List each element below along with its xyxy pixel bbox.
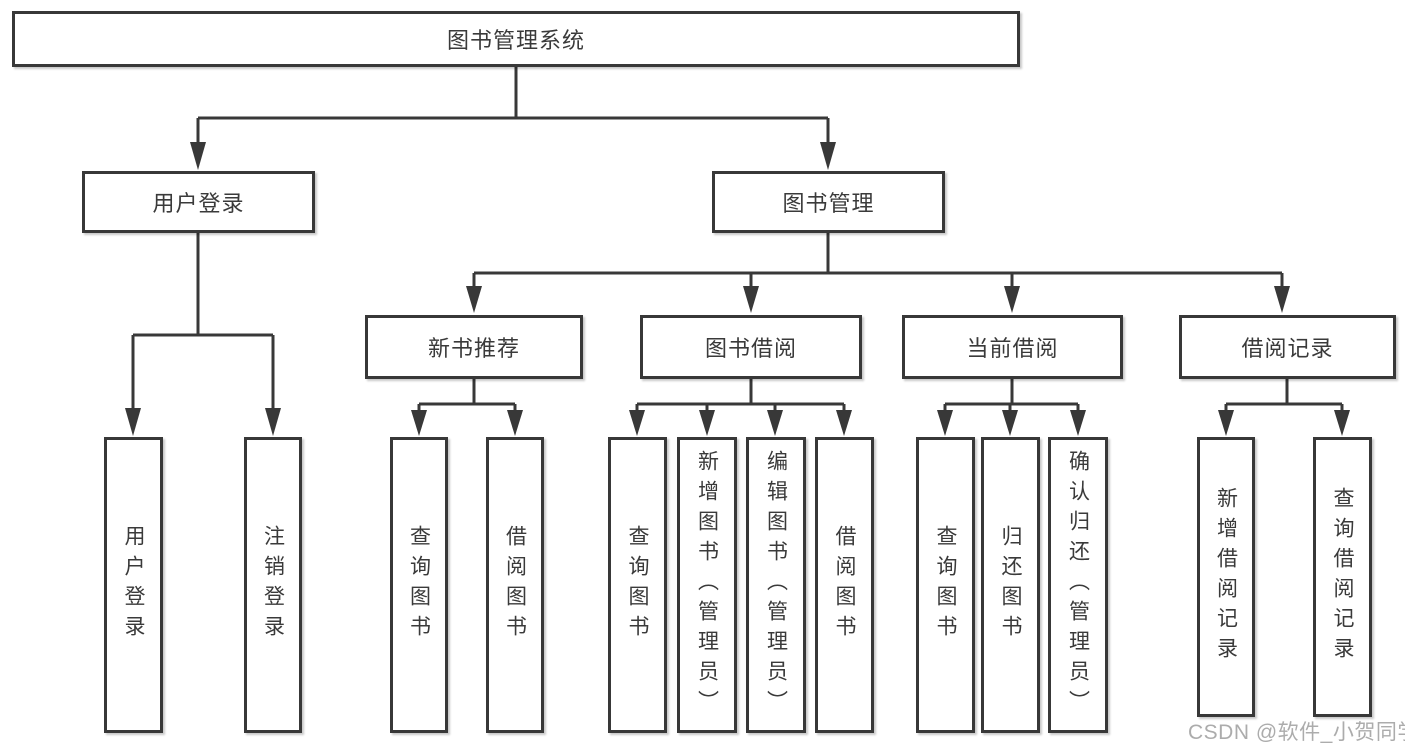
arrowhead-icon: [629, 410, 645, 436]
leaf-confirm-return-admin-label: 确认归还（管理员）: [1066, 450, 1090, 720]
node-book-borrow-label: 图书借阅: [704, 336, 797, 361]
arrowhead-icon: [1334, 410, 1350, 436]
leaf-borrow-books: 借阅图书: [815, 437, 874, 733]
connector-book-management-children: [466, 233, 1290, 313]
leaf-borrow-books-recommend: 借阅图书: [486, 437, 544, 733]
leaf-query-borrow-record-label: 查询借阅记录: [1331, 487, 1354, 667]
connector-root-to-level2: [190, 67, 836, 170]
arrowhead-icon: [265, 408, 281, 436]
node-current-borrow-label: 当前借阅: [966, 336, 1059, 361]
node-book-management-label: 图书管理: [782, 191, 875, 216]
leaf-user-login: 用户登录: [104, 437, 163, 733]
connector-line: [1224, 379, 1344, 413]
connector-line: [943, 379, 1080, 413]
arrowhead-icon: [466, 286, 482, 313]
node-user-login-label: 用户登录: [152, 191, 245, 216]
leaf-return-books-label: 归还图书: [999, 525, 1022, 645]
node-book-borrow: 图书借阅: [640, 315, 862, 379]
leaf-return-books: 归还图书: [981, 437, 1040, 733]
arrowhead-icon: [820, 142, 836, 170]
arrowhead-icon: [507, 410, 523, 436]
arrowhead-icon: [836, 410, 852, 436]
leaf-logout-login-label: 注销登录: [261, 525, 285, 645]
arrowhead-icon: [1070, 410, 1086, 436]
connector-user-login-children: [125, 233, 281, 436]
node-root: 图书管理系统: [12, 11, 1020, 67]
node-borrow-records: 借阅记录: [1179, 315, 1396, 379]
arrowhead-icon: [1002, 410, 1018, 436]
arrowhead-icon: [190, 142, 206, 170]
leaf-query-books-borrow-label: 查询图书: [626, 525, 649, 645]
connector-borrow-records-children: [1218, 379, 1350, 436]
leaf-borrow-books-recommend-label: 借阅图书: [503, 525, 527, 645]
leaf-query-books-borrow: 查询图书: [608, 437, 667, 733]
node-root-label: 图书管理系统: [446, 28, 585, 53]
arrowhead-icon: [411, 410, 427, 436]
leaf-logout-login: 注销登录: [244, 437, 302, 733]
leaf-borrow-books-label: 借阅图书: [833, 525, 856, 645]
connector-line: [131, 233, 275, 412]
leaf-add-book-admin-label: 新增图书（管理员）: [695, 450, 719, 720]
arrowhead-icon: [1274, 286, 1290, 313]
node-new-book-recommend: 新书推荐: [365, 315, 583, 379]
connector-line: [635, 379, 846, 413]
node-user-login: 用户登录: [82, 171, 315, 233]
leaf-add-borrow-record-label: 新增借阅记录: [1214, 487, 1238, 667]
leaf-query-borrow-record: 查询借阅记录: [1313, 437, 1372, 717]
node-current-borrow: 当前借阅: [902, 315, 1123, 379]
leaf-edit-book-admin-label: 编辑图书（管理员）: [764, 450, 788, 720]
node-borrow-records-label: 借阅记录: [1241, 336, 1334, 361]
connector-current-borrow-children: [937, 379, 1086, 436]
arrowhead-icon: [937, 410, 953, 436]
leaf-user-login-label: 用户登录: [122, 525, 145, 645]
leaf-edit-book-admin: 编辑图书（管理员）: [746, 437, 806, 733]
arrowhead-icon: [125, 408, 141, 436]
connector-book-borrow-children: [629, 379, 852, 436]
arrowhead-icon: [699, 410, 715, 436]
connector-line: [472, 233, 1284, 290]
leaf-query-books-current: 查询图书: [916, 437, 975, 733]
csdn-watermark: CSDN @软件_小贺同学: [1188, 721, 1405, 744]
arrowhead-icon: [1004, 286, 1020, 313]
arrowhead-icon: [1218, 410, 1234, 436]
arrowhead-icon: [743, 286, 759, 313]
leaf-confirm-return-admin: 确认归还（管理员）: [1048, 437, 1108, 733]
arrowhead-icon: [767, 410, 783, 436]
connector-new-book-recommend-children: [411, 379, 523, 436]
leaf-add-book-admin: 新增图书（管理员）: [677, 437, 737, 733]
leaf-query-books-recommend: 查询图书: [390, 437, 448, 733]
leaf-query-books-recommend-label: 查询图书: [407, 525, 431, 645]
leaf-query-books-current-label: 查询图书: [934, 525, 957, 645]
leaf-add-borrow-record: 新增借阅记录: [1197, 437, 1255, 717]
connector-line: [196, 67, 830, 146]
connector-line: [417, 379, 517, 413]
node-book-management: 图书管理: [712, 171, 945, 233]
node-new-book-recommend-label: 新书推荐: [427, 336, 520, 361]
